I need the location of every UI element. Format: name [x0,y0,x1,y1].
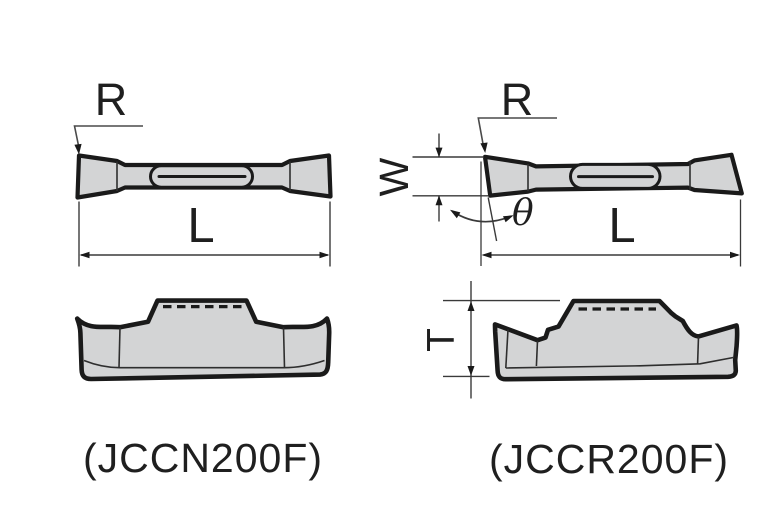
caption-jccn200f: (JCCN200F) [82,435,324,481]
jccr-top-view [412,117,744,267]
jccn-bottom-rail-line [83,359,325,369]
radius-label-left: R [94,74,128,125]
jccr-angle-annotation [450,197,514,242]
jccr-length-dimension [480,161,742,267]
radius-leader-line-right [477,117,557,147]
jccn-side-outline [74,298,332,382]
length-label-right: L [608,199,636,253]
jccr-side-left-line [535,340,539,367]
length-label-left: L [187,199,215,253]
jccr-bottom-rail-line [505,356,735,369]
jccn-side-view [74,298,332,382]
radius-label-right: R [500,74,534,125]
width-label: W [370,157,417,197]
radius-leader-line [73,125,143,149]
jccr-side-right-line [696,336,700,364]
jccr-width-dimension [412,133,488,222]
thickness-label: T [419,328,463,352]
jccn-top-view [73,125,333,267]
jccn-side-left-line [118,327,121,368]
jccn-side-right-line [282,327,286,368]
caption-jccr200f: (JCCR200F) [488,436,730,482]
angle-label: θ [512,193,534,234]
jccr-side-view [443,281,740,399]
jccn-length-dimension [78,201,331,267]
jccr-side-outline [492,298,740,382]
jccr-thickness-dimension [443,281,560,399]
radius-arrowhead [74,143,82,155]
radius-arrowhead-right [480,142,488,153]
jccr-side-left-face-line [505,329,509,369]
